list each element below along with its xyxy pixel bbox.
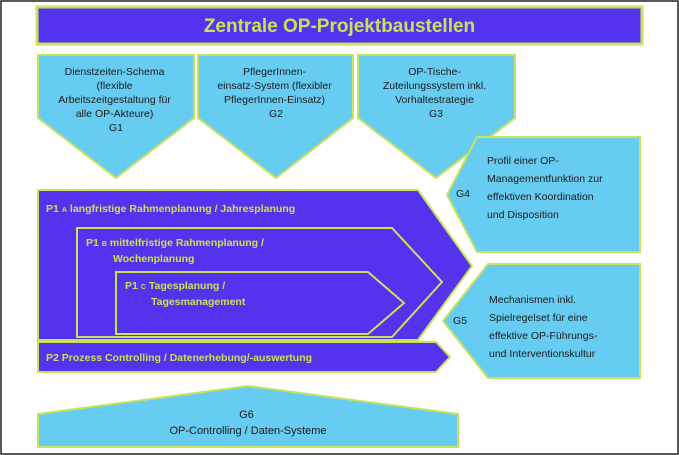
g1-shape	[37, 54, 195, 180]
g2-line-3: PflegerInnen-Einsatz)	[224, 94, 325, 106]
g4-line-2: Managementfunktion zur	[487, 173, 603, 185]
g1-line-3: Arbeitszeitgestaltung für	[58, 94, 171, 106]
g5-label: G5	[453, 315, 467, 327]
g6-shape	[37, 384, 459, 448]
g2-block: PflegerInnen- einsatz-System (flexibler …	[197, 54, 354, 180]
g2-shape	[197, 54, 354, 180]
p1a-sub: A	[62, 207, 67, 214]
g5-line-2: Spielregelset für eine	[489, 312, 588, 324]
g6-label: G6	[239, 409, 254, 421]
g1-line-1: Dienstzeiten-Schema	[65, 66, 165, 78]
g2-label: G2	[269, 108, 283, 120]
g3-line-2: Zuteilungssystem inkl.	[383, 80, 486, 92]
g4-line-4: und Disposition	[487, 209, 559, 221]
g1-text: Dienstzeiten-Schema (flexible Arbeitszei…	[58, 66, 174, 134]
p1b-line-2: Wochenplanung	[113, 253, 194, 265]
g5-shape	[441, 263, 641, 379]
g2-line-2: einsatz-System (flexibler	[217, 80, 332, 92]
g5-text: Mechanismen inkl. Spielregelset für eine…	[489, 294, 600, 360]
p1b-line-1: mittelfristige Rahmenplanung /	[110, 237, 264, 249]
p1c-sub: C	[141, 284, 146, 291]
g2-text: PflegerInnen- einsatz-System (flexibler …	[217, 66, 334, 120]
g4-shape	[445, 136, 641, 253]
g4-label: G4	[456, 188, 470, 200]
page-title: Zentrale OP-Projektbaustellen	[204, 16, 475, 37]
g1-block: Dienstzeiten-Schema (flexible Arbeitszei…	[37, 54, 195, 180]
g5-block: G5 Mechanismen inkl. Spielregelset für e…	[441, 263, 641, 379]
g6-text: G6 OP-Controlling / Daten-Systeme	[169, 409, 326, 437]
g6-line: OP-Controlling / Daten-Systeme	[169, 425, 326, 437]
g1-label: G1	[109, 122, 123, 134]
g3-line-3: Vorhaltestrategie	[395, 94, 474, 106]
g4-text: Profil einer OP- Managementfunktion zur …	[487, 155, 606, 221]
p1c-line-2: Tagesmanagement	[151, 296, 246, 308]
p1b-sub: B	[102, 241, 107, 248]
p2-block: P2 Prozess Controlling / Datenerhebung/-…	[37, 341, 452, 373]
p1c-shape	[115, 271, 406, 335]
g3-label: G3	[429, 108, 443, 120]
p2-shape	[37, 341, 452, 373]
g3-text: OP-Tische- Zuteilungssystem inkl. Vorhal…	[383, 66, 489, 120]
p1b-prefix: P1	[86, 237, 99, 249]
p2-text: P2 Prozess Controlling / Datenerhebung/-…	[46, 352, 312, 364]
g2-line-1: PflegerInnen-	[243, 66, 307, 78]
g4-line-3: effektiven Koordination	[487, 191, 594, 203]
g6-block: G6 OP-Controlling / Daten-Systeme	[37, 384, 459, 448]
p1a-prefix: P1	[46, 203, 59, 215]
title-banner: Zentrale OP-Projektbaustellen	[35, 5, 644, 46]
g1-line-4: alle OP-Akteure)	[76, 108, 154, 120]
title-box	[35, 5, 644, 46]
g5-line-1: Mechanismen inkl.	[489, 294, 576, 306]
g1-line-2: (flexible	[96, 80, 132, 92]
p1a-line-1: langfristige Rahmenplanung / Jahresplanu…	[70, 203, 295, 215]
p1c-line-1: Tagesplanung /	[149, 280, 225, 292]
g5-line-4: und Interventionskultur	[489, 348, 596, 360]
g5-line-3: effektive OP-Führungs-	[489, 330, 598, 342]
g3-line-1: OP-Tische-	[408, 66, 461, 78]
g4-block: G4 Profil einer OP- Managementfunktion z…	[445, 136, 641, 253]
p1c-prefix: P1	[125, 280, 138, 292]
g4-line-1: Profil einer OP-	[487, 155, 559, 167]
